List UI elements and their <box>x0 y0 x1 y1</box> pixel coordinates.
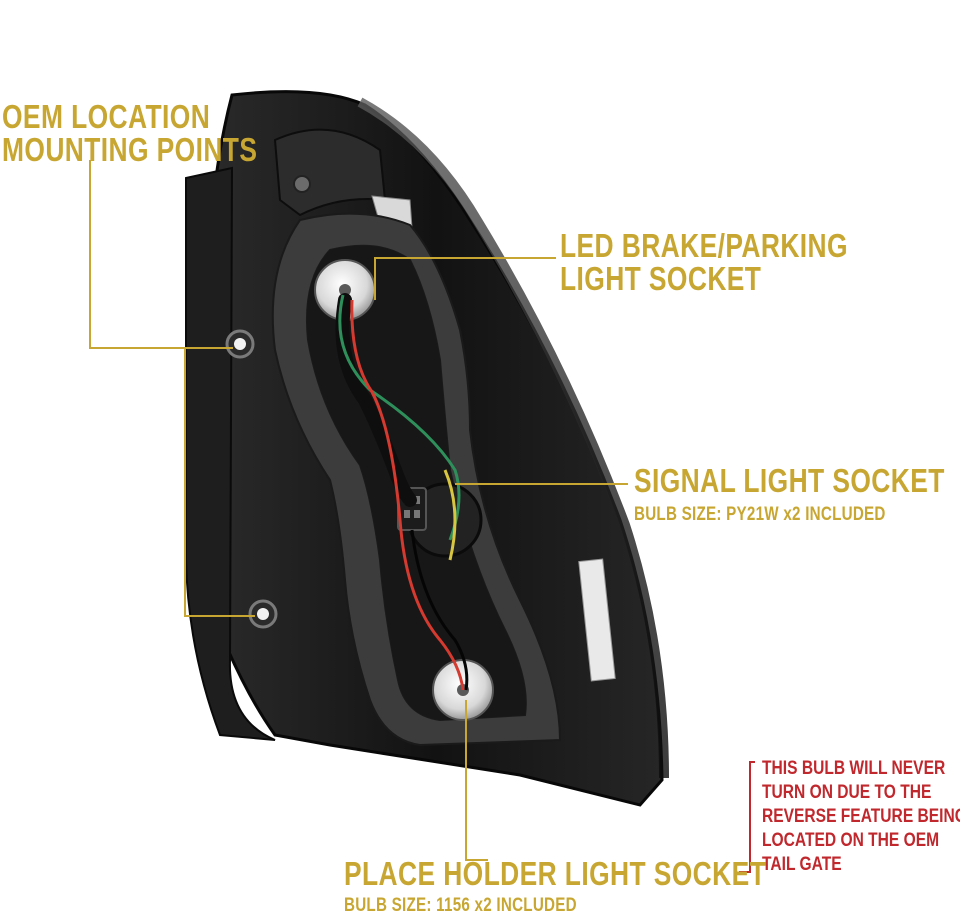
housing-label-sticker <box>578 558 616 682</box>
signal-callout: SIGNAL LIGHT SOCKET BULB SIZE: PY21W x2 … <box>634 464 945 524</box>
red-wire <box>350 299 465 691</box>
warning-line-3: REVERSE FEATURE BEING <box>762 806 960 827</box>
oem-leader-lower <box>184 348 255 617</box>
placeholder-bulb-size: BULB SIZE: 1156 x2 INCLUDED <box>344 895 577 914</box>
placeholder-title: PLACE HOLDER LIGHT SOCKET <box>344 855 767 892</box>
placeholder-callout: PLACE HOLDER LIGHT SOCKET BULB SIZE: 115… <box>344 857 766 914</box>
oem-mounting-callout: OEM LOCATION MOUNTING POINTS <box>2 100 257 166</box>
reverse-warning-note: THIS BULB WILL NEVER TURN ON DUE TO THE … <box>762 757 960 877</box>
oem-line1: OEM LOCATION <box>2 98 211 135</box>
brake-parking-callout: LED BRAKE/PARKING LIGHT SOCKET <box>560 229 848 295</box>
green-wire <box>338 294 461 541</box>
brake-line2: LIGHT SOCKET <box>560 260 762 297</box>
warning-line-4: LOCATED ON THE OEM <box>762 830 940 851</box>
mounting-flange <box>185 166 276 741</box>
warning-line-1: THIS BULB WILL NEVER <box>762 758 946 779</box>
brake-line1: LED BRAKE/PARKING <box>560 227 848 264</box>
warning-line-5: TAIL GATE <box>762 854 842 875</box>
placeholder-leader <box>465 700 488 861</box>
warning-line-2: TURN ON DUE TO THE <box>762 782 932 803</box>
inner-chamber <box>306 245 526 720</box>
brake-leader <box>374 257 556 300</box>
signal-title: SIGNAL LIGHT SOCKET <box>634 462 945 499</box>
black-wire <box>410 529 469 691</box>
warning-bracket <box>739 761 755 873</box>
callout-lines <box>89 160 628 861</box>
lens-rim <box>357 97 669 779</box>
yellow-wire <box>443 469 457 561</box>
oem-line2: MOUNTING POINTS <box>2 131 258 168</box>
bracket-screw <box>293 175 311 193</box>
signal-bulb-size: BULB SIZE: PY21W x2 INCLUDED <box>634 504 886 525</box>
